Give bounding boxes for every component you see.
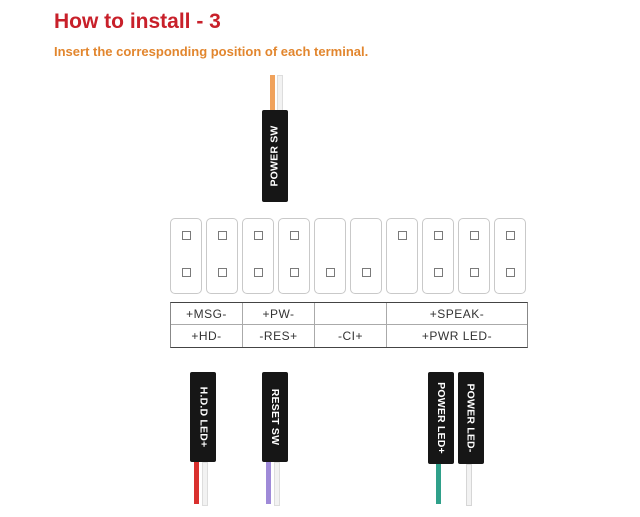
pin-label-table: +MSG- +PW- +SPEAK- +HD- -RES+ -CI+ +PWR … — [170, 302, 528, 348]
label-msg: +MSG- — [171, 303, 243, 325]
pin-bottom — [254, 268, 263, 277]
reset-wire-white — [274, 462, 280, 506]
pin-cell-10 — [494, 218, 526, 294]
power-led-plus-wire-green — [436, 464, 441, 504]
pin-bottom — [434, 268, 443, 277]
pin-cell-5 — [314, 218, 346, 294]
power-sw-wire-white — [277, 75, 283, 112]
power-sw-wire-orange — [270, 75, 275, 110]
label-hd: +HD- — [171, 325, 243, 347]
pin-top — [182, 231, 191, 240]
pin-cell-6 — [350, 218, 382, 294]
pin-bottom — [362, 268, 371, 277]
label-pwr-led: +PWR LED- — [421, 329, 493, 343]
pin-bottom — [218, 268, 227, 277]
pin-cell-4 — [278, 218, 310, 294]
pin-top — [290, 231, 299, 240]
page-subtitle: Insert the corresponding position of eac… — [54, 44, 369, 59]
pin-cell-9 — [458, 218, 490, 294]
reset-sw-connector: RESET SW — [262, 372, 288, 462]
pin-bottom — [470, 268, 479, 277]
pin-top — [470, 231, 479, 240]
label-empty — [315, 303, 387, 325]
pin-bottom — [290, 268, 299, 277]
hdd-wire-white — [202, 462, 208, 506]
pin-cell-1 — [170, 218, 202, 294]
label-res: -RES+ — [243, 325, 315, 347]
power-led-minus-label: POWER LED- — [465, 383, 477, 453]
power-led-minus-connector: POWER LED- — [458, 372, 484, 464]
power-sw-label: POWER SW — [269, 125, 282, 187]
hdd-wire-red — [194, 462, 199, 504]
label-pw: +PW- — [243, 303, 315, 325]
pin-cell-7 — [386, 218, 418, 294]
power-led-minus-wire-white — [466, 464, 472, 506]
pin-top — [254, 231, 263, 240]
pin-bottom — [182, 268, 191, 277]
reset-sw-label: RESET SW — [269, 388, 282, 446]
power-sw-connector: POWER SW — [262, 110, 288, 202]
pin-bottom — [326, 268, 335, 277]
pin-top — [398, 231, 407, 240]
label-speak: +SPEAK- — [387, 303, 527, 325]
power-led-plus-label: POWER LED+ — [435, 382, 447, 454]
pin-cell-3 — [242, 218, 274, 294]
page-title: How to install - 3 — [54, 10, 221, 33]
pin-cell-8 — [422, 218, 454, 294]
hdd-led-connector: H.D.D LED+ — [190, 372, 216, 462]
hdd-led-label: H.D.D LED+ — [197, 386, 210, 448]
pin-bottom — [506, 268, 515, 277]
pin-top — [506, 231, 515, 240]
label-ci: -CI+ — [315, 325, 387, 347]
pin-cell-2 — [206, 218, 238, 294]
power-led-plus-connector: POWER LED+ — [428, 372, 454, 464]
pin-top — [434, 231, 443, 240]
reset-wire-purple — [266, 462, 271, 504]
pin-top — [218, 231, 227, 240]
